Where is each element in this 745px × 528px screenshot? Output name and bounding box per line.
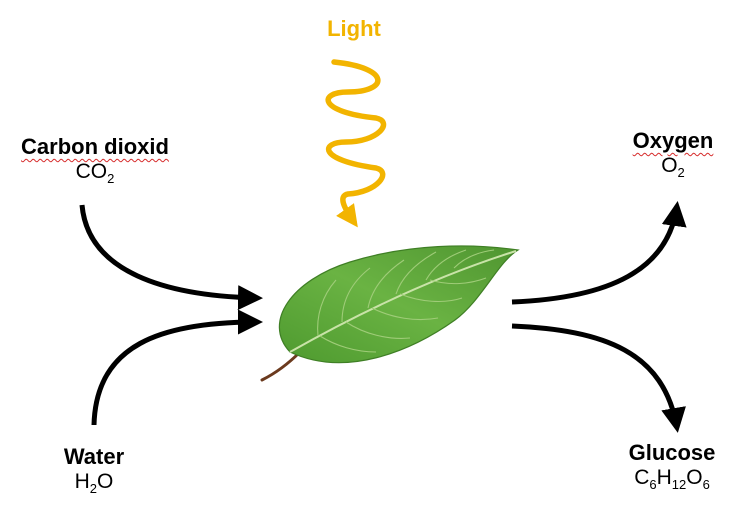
carbon-dioxide-group: Carbon dioxid CO2: [6, 134, 184, 186]
glucose-group: Glucose C6H12O6: [602, 440, 742, 492]
glucose-formula: C6H12O6: [634, 466, 710, 492]
carbon-dioxide-name: Carbon dioxid: [21, 134, 169, 159]
glucose-arrow: [511, 323, 686, 433]
water-formula: H2O: [74, 470, 114, 496]
water-arrow: [91, 309, 263, 426]
water-group: Water H2O: [34, 444, 154, 496]
oxygen-group: Oxygen O2: [608, 128, 738, 180]
oxygen-formula: O2: [661, 154, 685, 180]
light-wave-arrow: [325, 59, 387, 228]
water-name: Water: [63, 444, 125, 469]
oxygen-arrow: [511, 201, 687, 305]
oxygen-name: Oxygen: [632, 128, 714, 153]
carbon-dioxide-arrow: [79, 204, 263, 311]
leaf-image: [260, 245, 520, 382]
carbon-dioxide-formula: CO2: [75, 160, 115, 186]
light-label: Light: [327, 16, 381, 41]
glucose-name: Glucose: [628, 440, 716, 465]
